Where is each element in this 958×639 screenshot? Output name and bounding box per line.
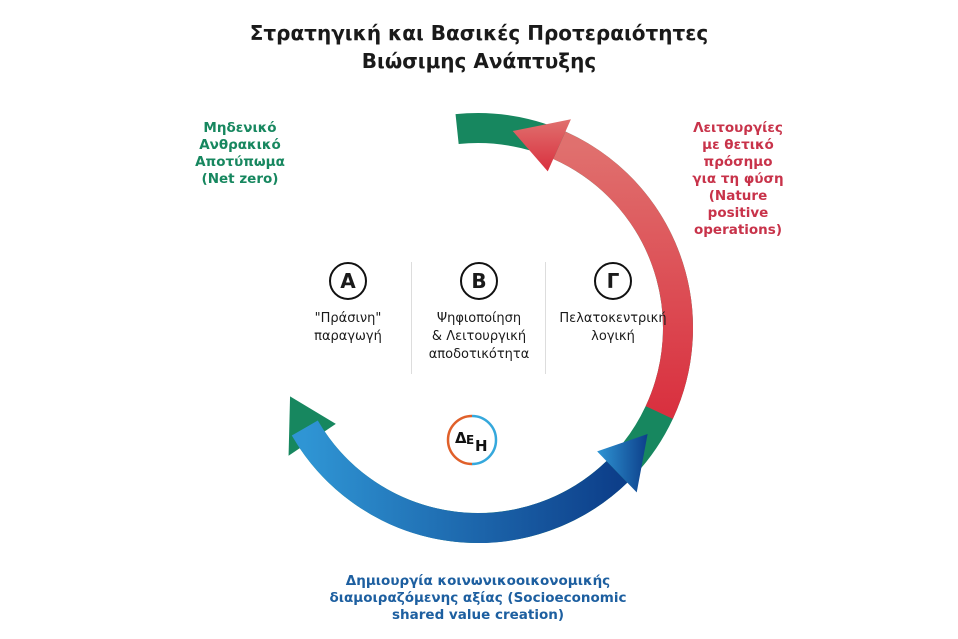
label-line: πρόσημο — [703, 154, 773, 170]
label-line: shared value creation) — [392, 607, 564, 623]
pillar-a-badge: Α — [329, 262, 367, 300]
arrow-body — [553, 131, 693, 419]
nature-positive-label: Λειτουργίες με θετικό πρόσημο για τη φύσ… — [675, 120, 801, 239]
arrowhead-icon — [597, 433, 648, 493]
label-line: operations) — [693, 222, 783, 238]
title-line-2: Βιώσιμης Ανάπτυξης — [361, 49, 597, 73]
pillar-text: & Λειτουργική — [431, 329, 527, 344]
svg-text:Ε: Ε — [466, 433, 474, 447]
label-line: Λειτουργίες — [693, 120, 783, 136]
pillar-c: Γ Πελατοκεντρική λογική — [547, 262, 679, 346]
pillar-text: λογική — [591, 329, 635, 344]
pillar-c-badge: Γ — [594, 262, 632, 300]
arrowhead-icon — [512, 119, 571, 172]
pillar-text: "Πράσινη" — [314, 311, 382, 326]
label-line: Αποτύπωμα — [195, 154, 285, 170]
label-line: positive — [707, 205, 769, 221]
divider — [411, 262, 412, 374]
pillar-text: Ψηφιοποίηση — [436, 311, 522, 326]
pillar-text: αποδοτικότητα — [428, 347, 530, 362]
pillar-text: παραγωγή — [314, 329, 382, 344]
label-line: Δημιουργία κοινωνικοοικονομικής — [345, 573, 611, 589]
nature-positive-arrow — [512, 119, 693, 419]
label-line: με θετικό — [702, 137, 774, 153]
label-line: για τη φύση — [692, 171, 784, 187]
title-line-1: Στρατηγική και Βασικές Προτεραιότητες — [249, 21, 709, 45]
label-line: (Nature — [708, 188, 768, 204]
shared-value-label: Δημιουργία κοινωνικοοικονομικής διαμοιρα… — [278, 573, 678, 624]
label-line: Ανθρακικό — [199, 137, 281, 153]
label-line: Μηδενικό — [203, 120, 277, 136]
svg-text:Δ: Δ — [455, 429, 467, 447]
pillar-b: Β Ψηφιοποίηση & Λειτουργική αποδοτικότητ… — [413, 262, 545, 364]
dei-logo: Δ Ε Η — [446, 414, 498, 466]
pillar-text: Πελατοκεντρική — [559, 311, 667, 326]
label-line: (Net zero) — [201, 171, 279, 187]
label-line: διαμοιραζόμενης αξίας (Socioeconomic — [329, 590, 627, 606]
svg-text:Η: Η — [475, 437, 488, 455]
shared-value-arrow — [291, 420, 648, 543]
pillar-b-badge: Β — [460, 262, 498, 300]
divider — [545, 262, 546, 374]
arrow-body — [291, 420, 628, 543]
net-zero-label: Μηδενικό Ανθρακικό Αποτύπωμα (Net zero) — [180, 120, 300, 188]
pillar-a: Α "Πράσινη" παραγωγή — [283, 262, 413, 346]
